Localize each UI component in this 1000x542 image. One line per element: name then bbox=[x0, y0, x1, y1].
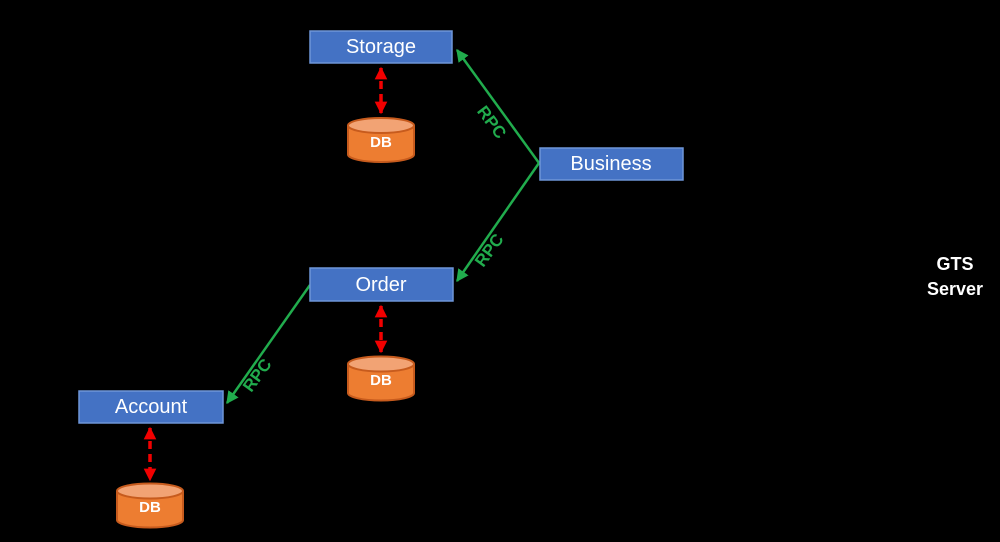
account-db-cylinder: DB bbox=[116, 482, 184, 529]
order-db-label: DB bbox=[370, 372, 392, 389]
order-box bbox=[309, 267, 454, 302]
storage-db-label: DB bbox=[370, 134, 392, 151]
db-cylinder-body bbox=[348, 125, 414, 162]
account-box bbox=[78, 390, 224, 424]
node-business: Business bbox=[539, 147, 684, 181]
db-cylinder-body bbox=[348, 364, 414, 401]
node-storage: Storage bbox=[309, 30, 453, 64]
rpc-edges: RPC RPC RPC bbox=[225, 48, 541, 405]
rpc-edge-business-to-order bbox=[455, 162, 541, 283]
rpc-edge-order-to-account bbox=[225, 284, 312, 405]
db-cylinder-outline bbox=[116, 491, 184, 529]
rpc-edge-business-to-storage bbox=[455, 48, 541, 164]
db-cylinder-top bbox=[347, 117, 415, 134]
business-box bbox=[539, 147, 684, 181]
order-label: Order bbox=[355, 274, 406, 296]
storage-box bbox=[309, 30, 453, 64]
db-cylinder-outline bbox=[347, 125, 415, 163]
account-db-label: DB bbox=[139, 499, 161, 516]
gts-server-label: GTS Server bbox=[927, 254, 983, 299]
storage-db-cylinder: DB bbox=[347, 117, 415, 163]
db-cylinder-top bbox=[116, 482, 184, 500]
order-db-cylinder: DB bbox=[347, 355, 415, 402]
db-links bbox=[143, 66, 388, 482]
account-label: Account bbox=[115, 396, 188, 418]
db-cylinder-top bbox=[347, 355, 415, 373]
business-label: Business bbox=[570, 153, 651, 175]
db-cylinder-outline bbox=[347, 364, 415, 402]
node-order: Order bbox=[309, 267, 454, 302]
rpc-label-order-account: RPC bbox=[239, 355, 275, 395]
gts-server-label-line1: GTS bbox=[936, 254, 973, 274]
db-cylinder-body bbox=[117, 491, 183, 528]
storage-label: Storage bbox=[346, 36, 416, 58]
node-account: Account bbox=[78, 390, 224, 424]
gts-server-label-line2: Server bbox=[927, 279, 983, 299]
rpc-label-business-storage: RPC bbox=[473, 102, 510, 142]
rpc-label-business-order: RPC bbox=[471, 230, 507, 270]
